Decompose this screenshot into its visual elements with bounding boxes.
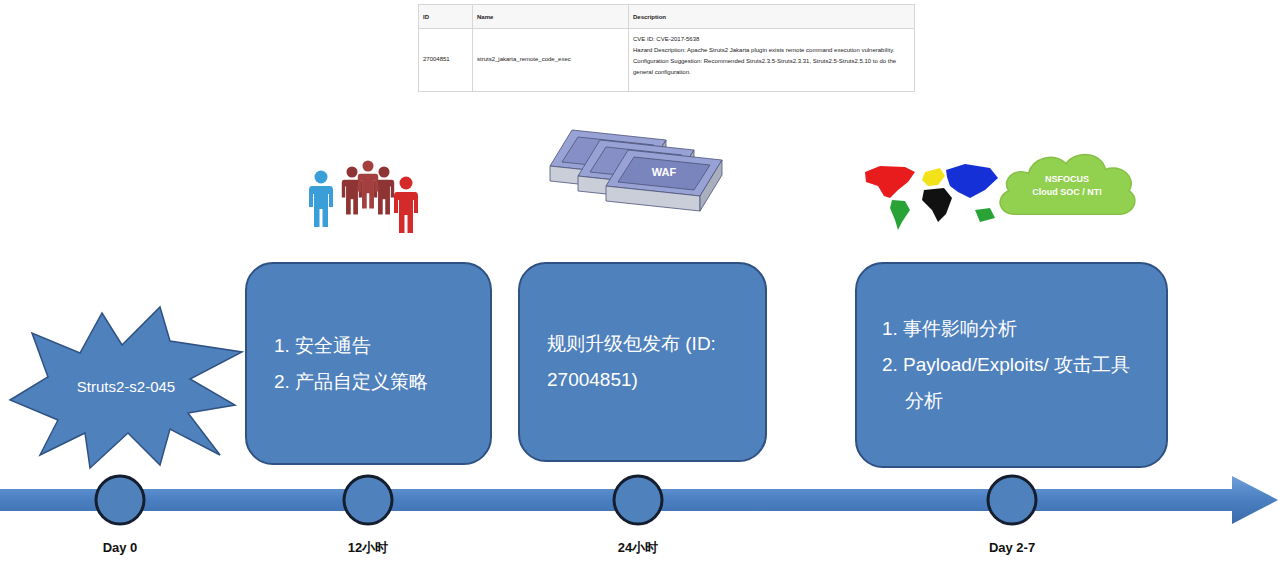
node-body: NSFOCUSCloud SOC / NTI bbox=[1007, 173, 1127, 198]
table-rule bbox=[418, 28, 914, 29]
process-box: 1. 安全通告2. 产品自定义策略 bbox=[245, 262, 492, 465]
burst-shape: Struts2-s2-045 bbox=[10, 305, 242, 468]
cloud-shape: NSFOCUSCloud SOC / NTI bbox=[993, 146, 1141, 220]
timeline-label: Day 2-7 bbox=[962, 540, 1062, 556]
process-box: 1. 事件影响分析2. Payload/Exploits/ 攻击工具 分析 bbox=[855, 262, 1168, 468]
node-body: 1. 安全通告2. 产品自定义策略 bbox=[274, 328, 476, 400]
node-text: Cloud SOC / NTI bbox=[1007, 186, 1127, 199]
node-text: Struts2-s2-045 bbox=[50, 377, 202, 397]
table-header: ID bbox=[423, 12, 467, 23]
table-cell: Description bbox=[628, 4, 914, 28]
table-grid bbox=[418, 4, 915, 92]
table-rule bbox=[628, 4, 629, 91]
node-text: 1. 安全通告 bbox=[274, 328, 476, 364]
cloud-shape-path bbox=[1000, 155, 1135, 215]
table-cell: 27004851 bbox=[418, 28, 472, 91]
node-text: 规则升级包发布 (ID: 27004851) bbox=[547, 326, 745, 398]
table-cell: CVE ID: CVE-2017-5638Hazard Description:… bbox=[628, 28, 914, 91]
waf-device-icon bbox=[550, 130, 722, 211]
timeline-label: Day 0 bbox=[70, 540, 170, 556]
table-cell: Name bbox=[472, 4, 628, 28]
table-cell: ID bbox=[418, 4, 472, 28]
node-body: 1. 事件影响分析2. Payload/Exploits/ 攻击工具 分析 bbox=[882, 311, 1146, 419]
table-header: Name bbox=[477, 12, 623, 23]
burst-shape-path bbox=[10, 307, 242, 468]
timeline-label: 24小时 bbox=[588, 540, 688, 556]
people-icon bbox=[309, 160, 418, 233]
node-text: NSFOCUS bbox=[1007, 173, 1127, 186]
node-text: 2. Payload/Exploits/ 攻击工具 分析 bbox=[882, 347, 1146, 419]
table-header: Description bbox=[633, 12, 909, 23]
process-box: 规则升级包发布 (ID: 27004851) bbox=[518, 262, 767, 462]
table-border bbox=[419, 5, 915, 92]
table-cell-text: struts2_jakarta_remote_code_exec bbox=[477, 54, 623, 65]
timeline-arrow bbox=[0, 476, 1278, 524]
table-cell-text: Hazard Description: Apache Struts2 Jakar… bbox=[633, 45, 909, 56]
table-header-fill bbox=[419, 5, 915, 29]
device-label: WAF bbox=[637, 166, 691, 180]
table-cell: struts2_jakarta_remote_code_exec bbox=[472, 28, 628, 91]
node-text: 2. 产品自定义策略 bbox=[274, 364, 476, 400]
table-cell-text: CVE ID: CVE-2017-5638 bbox=[633, 34, 909, 45]
timeline-label: 12小时 bbox=[318, 540, 418, 556]
node-text: 1. 事件影响分析 bbox=[882, 311, 1146, 347]
timeline-marker bbox=[96, 476, 1036, 524]
node-body: Struts2-s2-045 bbox=[50, 377, 202, 397]
table-cell-text: Configuration Suggestion: Recommended St… bbox=[633, 56, 909, 78]
table-rule bbox=[472, 4, 473, 91]
node-body: 规则升级包发布 (ID: 27004851) bbox=[547, 326, 745, 398]
world-map-icon bbox=[865, 164, 998, 230]
table-cell-text: 27004851 bbox=[423, 54, 467, 65]
